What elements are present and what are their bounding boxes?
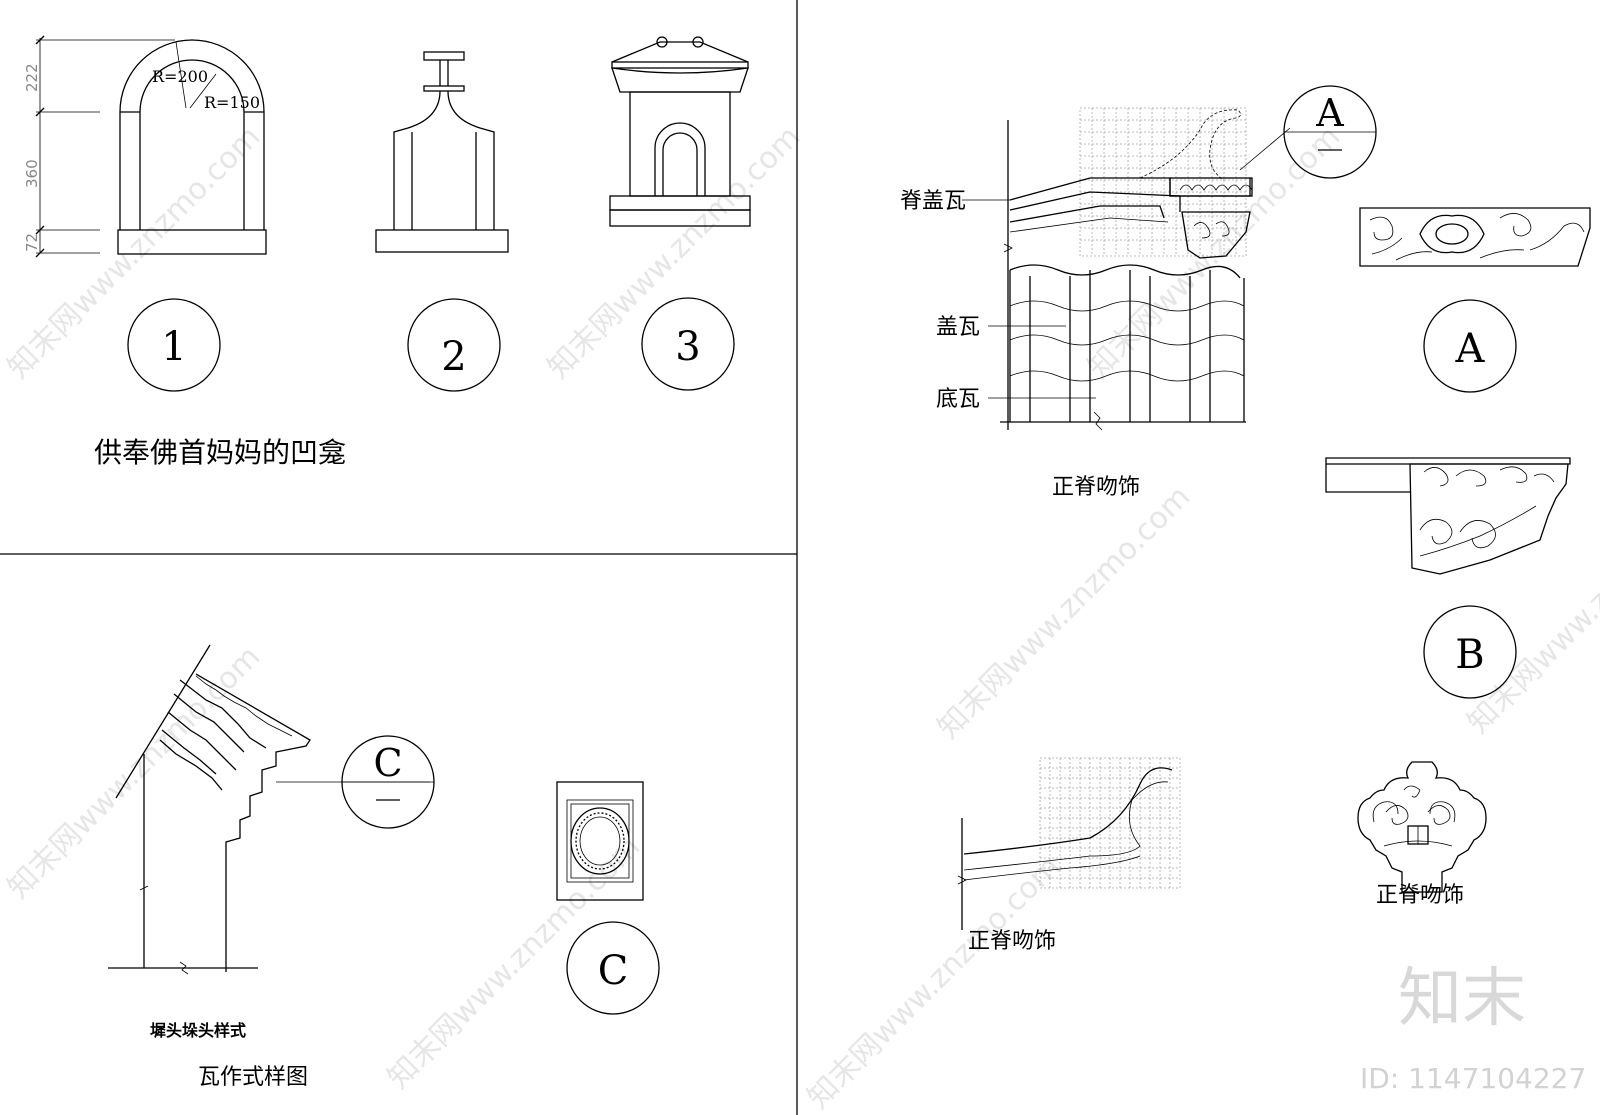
- niche-2-drawing: [375, 51, 509, 253]
- dim-label-360: 360: [23, 159, 41, 188]
- tile-elevation: [1000, 264, 1246, 431]
- tile-style-panel: C C 墀头垛头样式 瓦作式样图: [108, 644, 660, 1090]
- marker-circle-2: [407, 298, 501, 392]
- corbel-profile: [195, 673, 311, 972]
- marker-3: 3: [675, 324, 700, 370]
- marker-circle-3: [641, 297, 735, 391]
- ridge-carving-a: [1169, 177, 1253, 197]
- detail-marker-c: C: [373, 741, 402, 785]
- detail-b-drawing: [1325, 457, 1571, 575]
- label-cover-tile: 盖瓦: [936, 315, 980, 340]
- watermark-text: 知末网www.znzmo.com: [1, 639, 267, 905]
- dim-label-222: 222: [23, 63, 41, 92]
- grid-bottom: [1039, 757, 1181, 889]
- marker-circle-a: [1423, 299, 1517, 393]
- watermark-id: ID: 1147104227: [1360, 1062, 1586, 1095]
- ridge-ornament-caption-right: 正脊吻饰: [1376, 883, 1464, 908]
- ridge-panel: A 脊盖瓦 盖瓦 底瓦 正脊吻饰: [900, 85, 1591, 954]
- marker-circle-c: [566, 921, 660, 1015]
- niche-3-drawing: [609, 36, 751, 227]
- marker-circle-b: [1423, 605, 1517, 699]
- tile-style-caption: 瓦作式样图: [198, 1065, 308, 1090]
- detail-marker-a: A: [1315, 91, 1344, 135]
- head-wall-caption: 墀头垛头样式: [150, 1021, 246, 1040]
- radius-label-150: R=150: [204, 93, 260, 112]
- grid-top: [1079, 107, 1247, 257]
- marker-b: B: [1455, 632, 1484, 678]
- ridge-ornament-caption-left: 正脊吻饰: [968, 929, 1056, 954]
- niche-1-base: [117, 229, 267, 255]
- radius-label-200: R=200: [152, 67, 208, 86]
- ridge-finial-drawing: [1357, 761, 1487, 893]
- watermark-layer: 知末网www.znzmo.com 知末网www.znzmo.com 知末网www…: [1, 119, 1600, 1115]
- watermark-text: 知末网www.znzmo.com: [541, 119, 807, 385]
- dim-label-72: 72: [23, 233, 41, 252]
- ridge-carving-b: [1181, 211, 1251, 259]
- label-ridge-cover-tile: 脊盖瓦: [900, 189, 966, 214]
- watermark-logo: 知末: [1398, 962, 1526, 1036]
- detail-c-drawing: [556, 781, 644, 901]
- niche-1-outline: [119, 39, 265, 230]
- detail-a-drawing: [1359, 207, 1591, 267]
- ridge-ornament-caption: 正脊吻饰: [1052, 475, 1140, 500]
- label-bottom-tile: 底瓦: [936, 387, 980, 412]
- niche-caption: 供奉佛首妈妈的凹龛: [94, 436, 346, 469]
- niche-panel: 222 360 72 R=200 R=150: [23, 35, 751, 469]
- marker-1: 1: [161, 324, 186, 370]
- marker-a: A: [1455, 326, 1486, 372]
- watermark-text: 知末网www.znzmo.com: [801, 849, 1067, 1115]
- marker-circle-1: [127, 298, 221, 392]
- marker-c: C: [598, 948, 629, 994]
- watermark-text: 知末网www.znzmo.com: [1081, 119, 1347, 385]
- watermark-text: 知末网www.znzmo.com: [931, 479, 1197, 745]
- marker-2: 2: [441, 334, 466, 380]
